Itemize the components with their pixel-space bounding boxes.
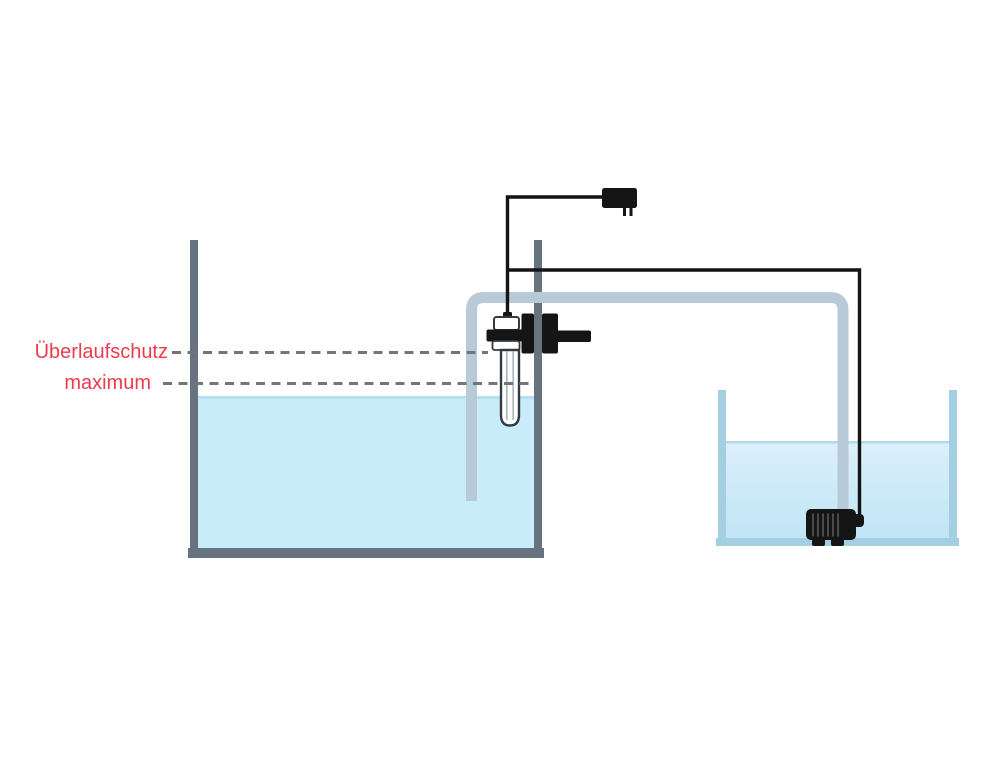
left-tank-bottom: [188, 548, 544, 558]
left-tank-right-wall: [534, 240, 542, 558]
overflow-protection-label: Überlaufschutz: [34, 341, 168, 363]
left-tank-water-surface: [198, 396, 534, 399]
pump-grille-slat: [837, 513, 839, 537]
right-tank-left-wall: [718, 390, 726, 546]
sensor-clamp-screw: [556, 330, 591, 342]
pump-grille: [812, 513, 839, 537]
sensor-probe: [499, 348, 521, 427]
pump-grille-slat: [812, 513, 814, 537]
power-plug-body: [602, 188, 637, 208]
plug-prong-right: [629, 207, 633, 216]
pump-grille-slat: [817, 513, 819, 537]
power-plug: [602, 188, 637, 216]
sensor-power-wire: [505, 195, 602, 320]
pump: [806, 509, 864, 546]
sensor-clamp-inner-plate: [521, 313, 534, 354]
left-tank: [188, 240, 544, 558]
sensor-collar: [491, 340, 521, 351]
pump-grille-slat: [822, 513, 824, 537]
maximum-label: maximum: [64, 372, 151, 394]
pump-foot-right: [831, 539, 844, 546]
transfer-tube: [466, 292, 849, 513]
overflow-sensor: [486, 312, 591, 427]
left-tank-water: [198, 396, 534, 548]
plug-prong-left: [623, 207, 626, 216]
pump-foot-left: [812, 539, 825, 546]
pump-grille-slat: [827, 513, 829, 537]
right-tank-right-wall: [949, 390, 957, 546]
sensor-clamp-outer-plate: [542, 313, 558, 354]
pump-power-wire: [507, 268, 862, 518]
pump-grille-slat: [832, 513, 834, 537]
sensor-nut: [493, 316, 520, 331]
left-tank-left-wall: [190, 240, 198, 558]
sensor-bracket: [486, 329, 524, 342]
